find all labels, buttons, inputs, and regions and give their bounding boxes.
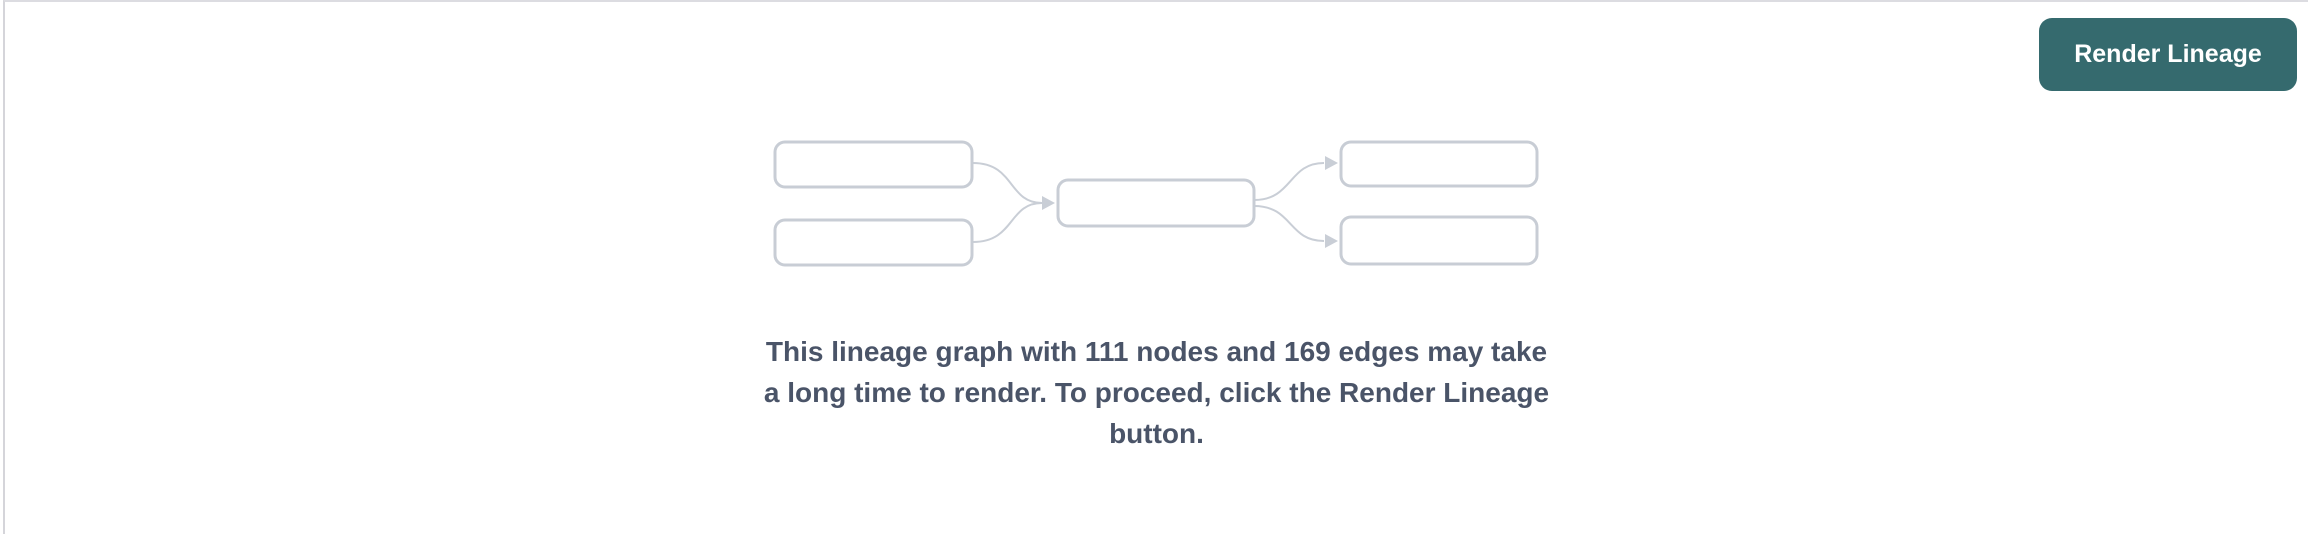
placeholder-node-bottom-right bbox=[1339, 215, 1538, 266]
edge-arrowhead-icon bbox=[1324, 156, 1338, 170]
placeholder-node-top-right bbox=[1339, 140, 1538, 188]
render-warning-line-3: button. bbox=[1109, 418, 1204, 449]
edge-arrowhead-icon bbox=[1041, 196, 1055, 210]
placeholder-edge-bottom-left bbox=[972, 202, 1042, 243]
lineage-canvas-panel: Render Lineage This lineage bbox=[3, 0, 2308, 534]
render-warning-line-2: a long time to render. To proceed, click… bbox=[763, 377, 1550, 408]
placeholder-node-center bbox=[1056, 178, 1255, 228]
edge-arrowhead-icon bbox=[1324, 234, 1338, 248]
placeholder-node-top-left bbox=[773, 140, 973, 189]
placeholder-edge-top-left bbox=[972, 162, 1042, 204]
lineage-placeholder-graphic bbox=[772, 139, 1542, 269]
render-warning-line-1: This lineage graph with 111 nodes and 16… bbox=[765, 336, 1548, 367]
placeholder-edge-bottom-right bbox=[1253, 205, 1324, 242]
render-warning-message: This lineage graph with 111 nodes and 16… bbox=[5, 331, 2308, 454]
render-lineage-button[interactable]: Render Lineage bbox=[2039, 18, 2297, 91]
placeholder-node-bottom-left bbox=[773, 218, 973, 267]
placeholder-edge-top-right bbox=[1253, 162, 1324, 201]
